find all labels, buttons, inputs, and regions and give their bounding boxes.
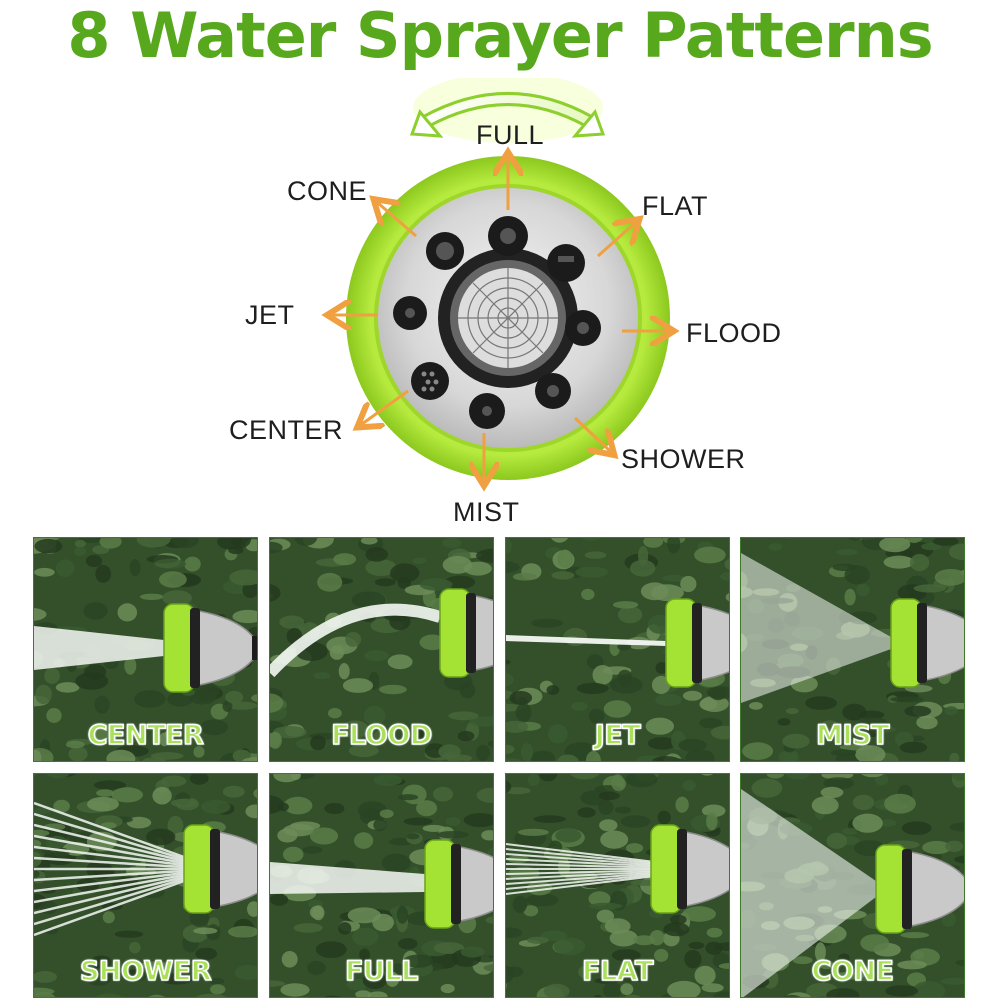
tile-label: JET xyxy=(594,719,641,752)
nozzle-head-illustration xyxy=(183,824,257,914)
tile-jet: JET xyxy=(505,537,730,762)
nozzle-head-illustration xyxy=(665,598,729,688)
water-spray-illustration xyxy=(34,801,185,937)
nozzle-head-illustration xyxy=(439,588,493,678)
tile-label: FULL xyxy=(344,955,419,988)
nozzle-head-illustration xyxy=(890,598,964,688)
tile-photo xyxy=(741,774,964,997)
tile-photo xyxy=(270,538,493,761)
water-spray-illustration xyxy=(270,862,425,894)
tile-photo xyxy=(506,774,729,997)
tile-photo xyxy=(506,538,729,761)
label-shower: SHOWER xyxy=(621,444,746,474)
tile-mist: MIST xyxy=(740,537,965,762)
water-spray-illustration xyxy=(741,553,891,703)
label-flood: FLOOD xyxy=(686,318,782,348)
nozzle-head-illustration xyxy=(424,839,493,929)
tile-photo xyxy=(34,538,257,761)
tile-label: CENTER xyxy=(87,719,205,752)
tile-photo xyxy=(270,774,493,997)
tile-full: FULL xyxy=(269,773,494,998)
tile-shower: SHOWER xyxy=(33,773,258,998)
water-spray-illustration xyxy=(506,635,666,646)
pattern-photo-grid: CENTER FLOOD JET MIST SHOWER FULL FLAT C… xyxy=(33,537,968,999)
water-spray-illustration xyxy=(270,603,442,678)
nozzle-face-illustration xyxy=(0,78,1000,530)
tile-flat: FLAT xyxy=(505,773,730,998)
label-full: FULL xyxy=(476,120,545,150)
tile-label: SHOWER xyxy=(79,955,212,988)
tile-cone: CONE xyxy=(740,773,965,998)
tile-photo xyxy=(741,538,964,761)
tile-label: CONE xyxy=(811,955,895,988)
page-title: 8 Water Sprayer Patterns xyxy=(67,0,933,72)
nozzle-head-illustration xyxy=(650,824,729,914)
tile-photo xyxy=(34,774,257,997)
water-spray-illustration xyxy=(741,789,876,997)
water-spray-illustration xyxy=(34,626,164,670)
tile-center: CENTER xyxy=(33,537,258,762)
nozzle-diagram: FULL CONE FLAT JET FLOOD CENTER SHOWER M… xyxy=(0,78,1000,530)
pattern-arrows xyxy=(333,158,668,480)
tile-label: FLAT xyxy=(581,955,654,988)
label-cone: CONE xyxy=(287,176,368,206)
rotate-arrow-icon xyxy=(409,78,606,143)
nozzle-head-illustration xyxy=(163,603,257,693)
nozzle-head-illustration xyxy=(875,844,964,934)
water-spray-illustration xyxy=(506,843,652,895)
label-flat: FLAT xyxy=(642,191,709,221)
tile-label: FLOOD xyxy=(330,719,433,752)
label-jet: JET xyxy=(245,300,295,330)
label-center: CENTER xyxy=(229,415,344,445)
label-mist: MIST xyxy=(453,497,520,527)
tile-flood: FLOOD xyxy=(269,537,494,762)
tile-label: MIST xyxy=(815,719,890,752)
